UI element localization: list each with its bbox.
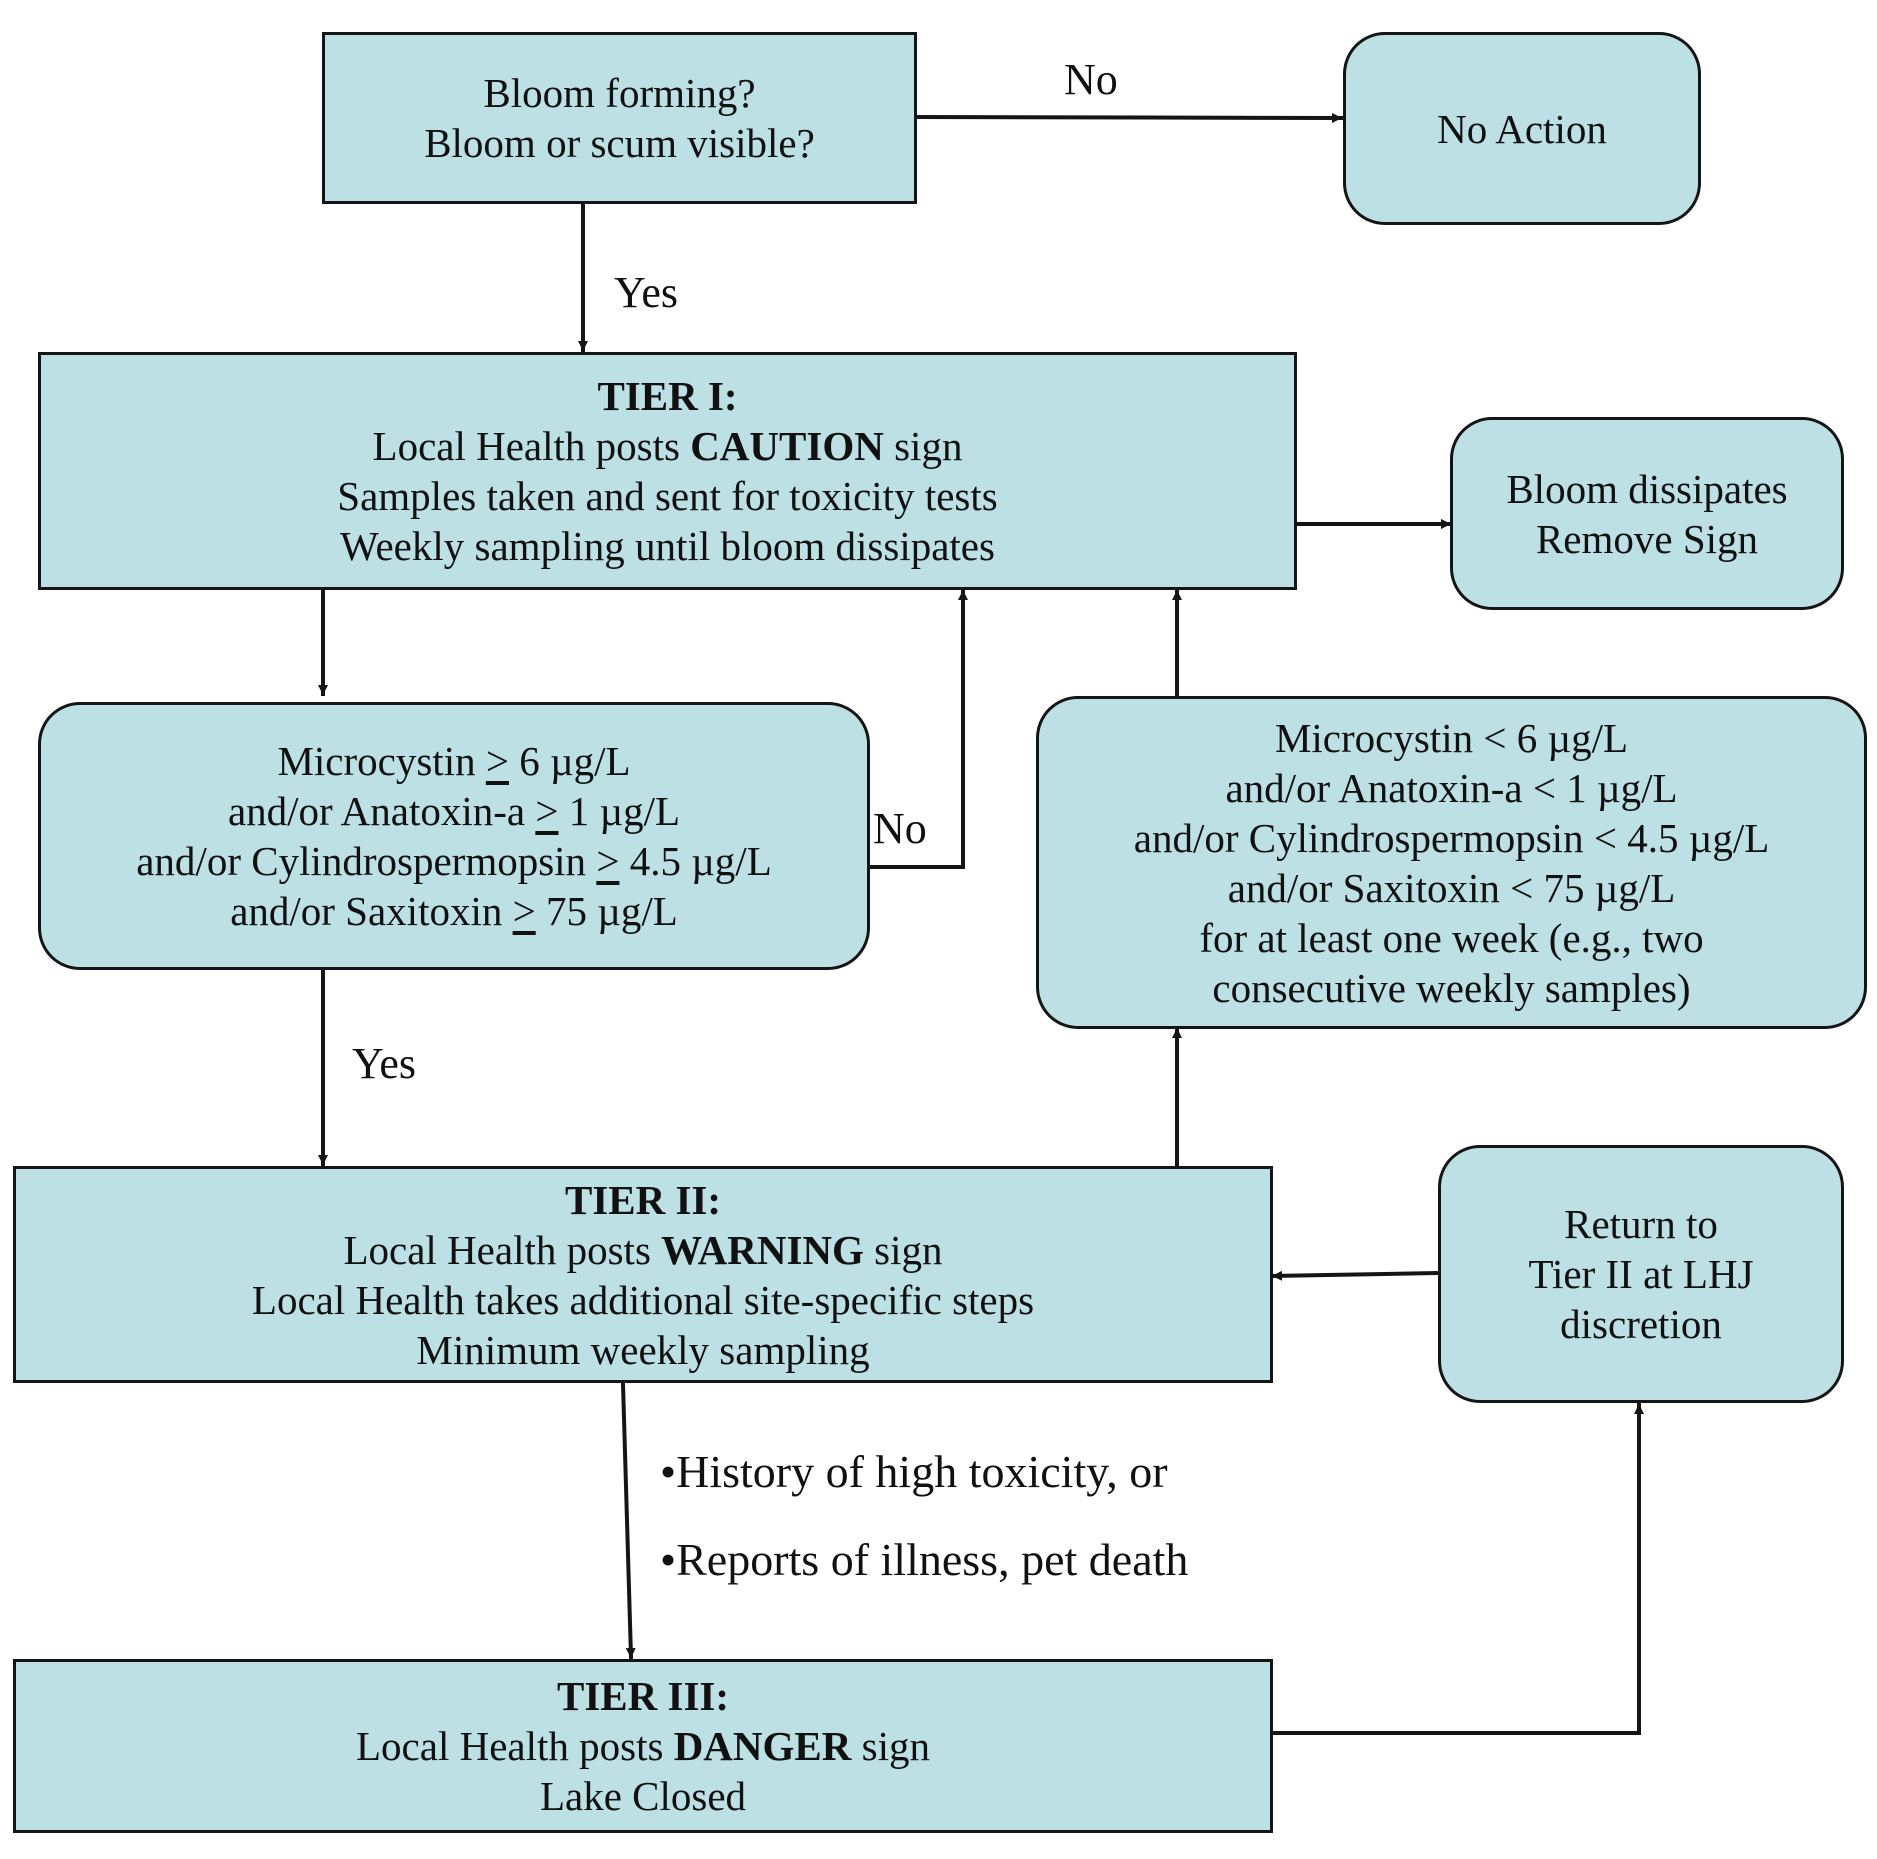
high-tox-line-4: and/or Saxitoxin > 75 µg/L — [230, 888, 678, 934]
no-action-box: No Action — [1343, 32, 1701, 225]
edge-label-high-yes: Yes — [352, 1039, 417, 1088]
edge-label-start-no: No — [1064, 55, 1118, 104]
tier3-title: TIER III: — [556, 1673, 730, 1719]
tier1-box: TIER I: Local Health posts CAUTION sign … — [38, 352, 1297, 590]
tier3-line-1: Local Health posts DANGER sign — [356, 1723, 930, 1769]
tier1-line-3: Weekly sampling until bloom dissipates — [340, 523, 995, 569]
high-tox-line-1: Microcystin > 6 µg/L — [277, 738, 631, 784]
high-toxin-box: Microcystin > 6 µg/L and/or Anatoxin-a >… — [38, 702, 870, 970]
low-toxin-box: Microcystin < 6 µg/L and/or Anatoxin-a <… — [1036, 696, 1867, 1029]
tier3-line-2: Lake Closed — [539, 1773, 747, 1819]
dissipates-line-1: Bloom dissipates — [1506, 465, 1788, 512]
tier1-title: TIER I: — [597, 373, 738, 419]
edge-label-start-yes: Yes — [614, 268, 679, 317]
return-line-3: discretion — [1560, 1301, 1722, 1347]
tier3-box: TIER III: Local Health posts DANGER sign… — [13, 1659, 1273, 1833]
tier1-line-1: Local Health posts CAUTION sign — [372, 423, 963, 469]
start-line-1: Bloom forming? — [483, 70, 756, 116]
return-line-2: Tier II at LHJ — [1528, 1251, 1754, 1297]
dissipates-box: Bloom dissipates Remove Sign — [1450, 417, 1844, 610]
low-tox-line-5: for at least one week (e.g., two — [1199, 914, 1704, 961]
danger-keyword: DANGER — [673, 1723, 852, 1769]
arrow-start-to-no-action — [914, 112, 1344, 123]
tier3-conditions: •History of high toxicity, or •Reports o… — [660, 1428, 1188, 1604]
tier1-line-2: Samples taken and sent for toxicity test… — [337, 473, 998, 519]
tier2-box: TIER II: Local Health posts WARNING sign… — [13, 1166, 1273, 1383]
warning-keyword: WARNING — [661, 1226, 864, 1273]
arrow-return-to-tier2 — [1270, 1270, 1439, 1281]
arrow-high-tox-no-to-tier1 — [867, 589, 968, 869]
low-tox-line-2: and/or Anatoxin-a < 1 µg/L — [1225, 764, 1678, 811]
start-line-2: Bloom or scum visible? — [424, 120, 815, 166]
start-box: Bloom forming? Bloom or scum visible? — [322, 32, 917, 204]
high-tox-line-3: and/or Cylindrospermopsin > 4.5 µg/L — [136, 838, 772, 884]
tier2-line-1: Local Health posts WARNING sign — [343, 1226, 943, 1273]
return-line-1: Return to — [1564, 1201, 1718, 1247]
edge-label-high-no: No — [873, 804, 927, 853]
tier2-title: TIER II: — [564, 1176, 722, 1223]
low-tox-line-6: consecutive weekly samples) — [1212, 964, 1691, 1011]
condition-high-toxicity: •History of high toxicity, or — [660, 1446, 1168, 1497]
low-tox-line-1: Microcystin < 6 µg/L — [1274, 714, 1629, 761]
arrow-tier2-to-tier3 — [620, 1381, 636, 1660]
low-tox-line-3: and/or Cylindrospermopsin < 4.5 µg/L — [1133, 814, 1770, 861]
arrow-tier3-to-return — [1269, 1403, 1644, 1735]
caution-keyword: CAUTION — [690, 423, 884, 469]
no-action-label: No Action — [1437, 105, 1607, 152]
low-tox-line-4: and/or Saxitoxin < 75 µg/L — [1227, 864, 1676, 911]
dissipates-line-2: Remove Sign — [1535, 515, 1759, 562]
high-tox-line-2: and/or Anatoxin-a > 1 µg/L — [227, 788, 681, 834]
tier2-line-2: Local Health takes additional site-speci… — [251, 1276, 1035, 1323]
return-tier2-box: Return to Tier II at LHJ discretion — [1438, 1145, 1844, 1403]
condition-illness-reports: •Reports of illness, pet death — [660, 1534, 1189, 1585]
tier2-line-3: Minimum weekly sampling — [416, 1326, 870, 1373]
